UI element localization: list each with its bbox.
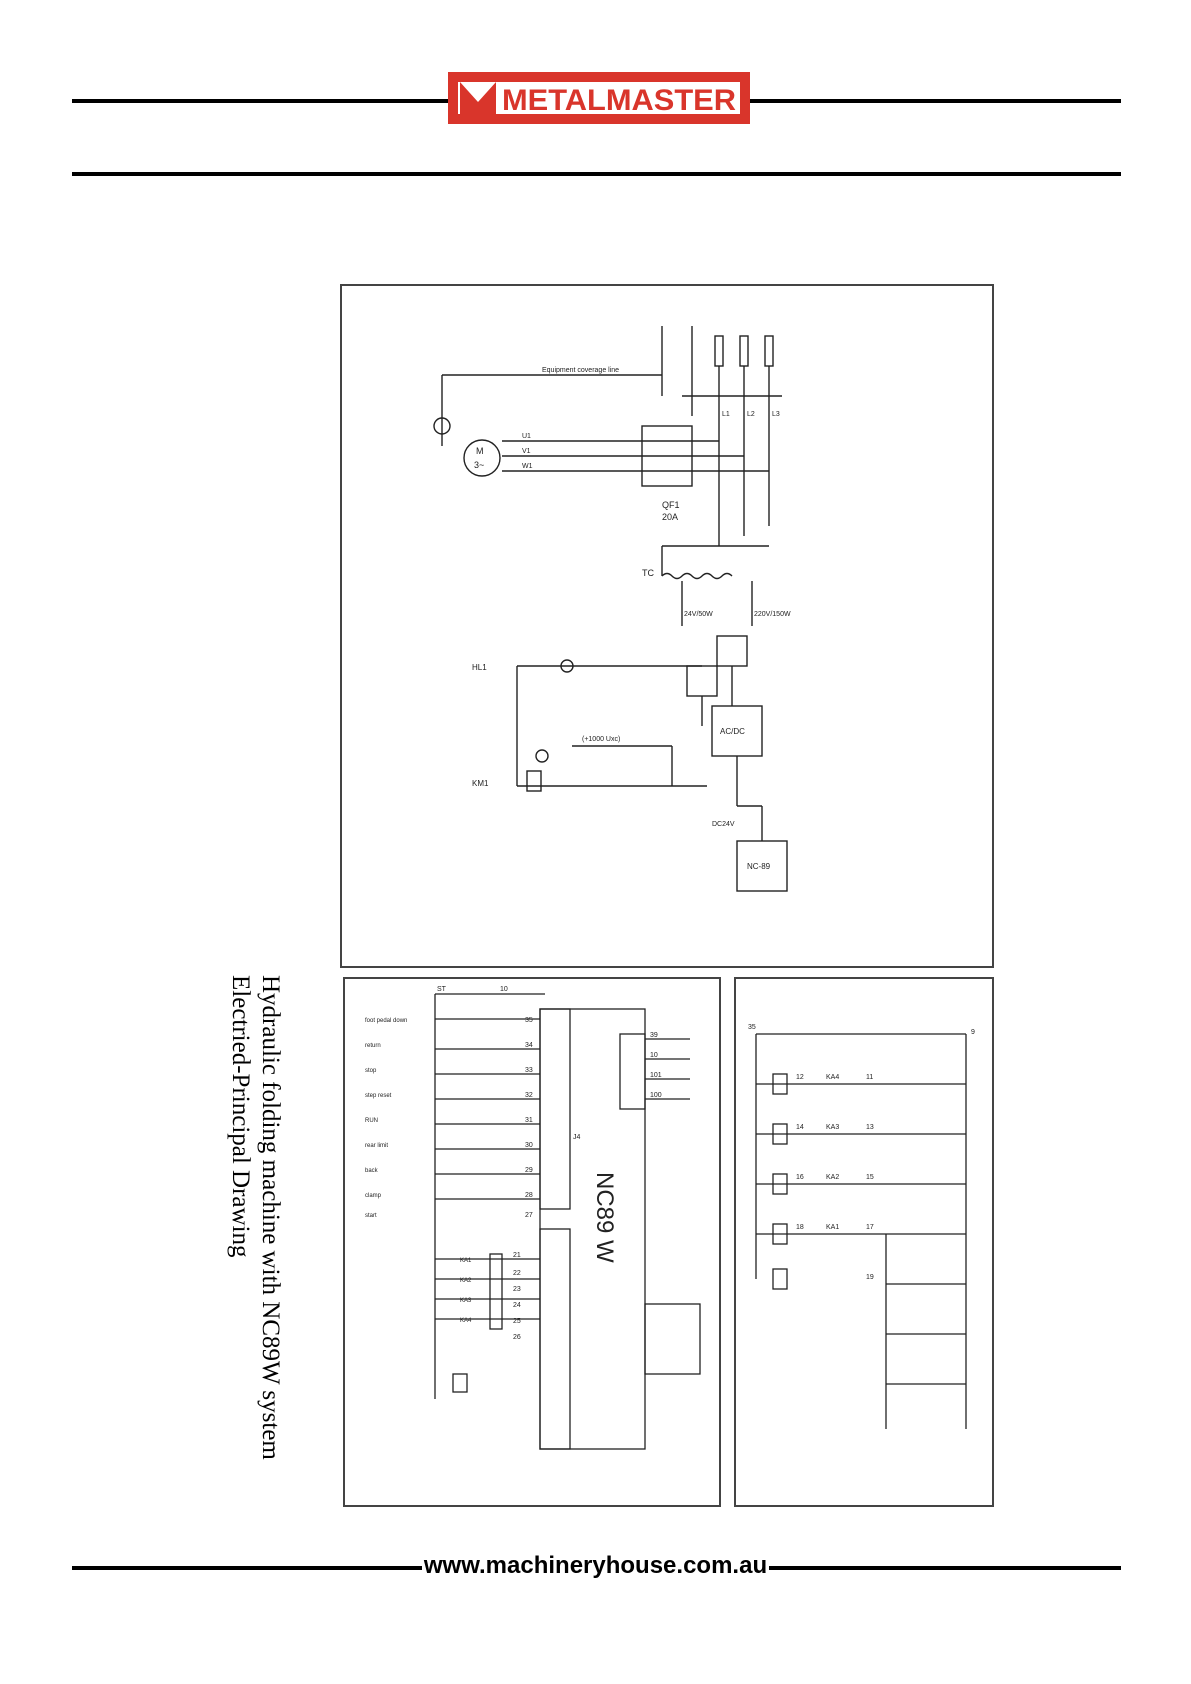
metalmaster-logo: METALMASTER (448, 72, 750, 124)
terminal-28: 28 (525, 1192, 533, 1199)
relay-contact-ka4: KA4 (826, 1074, 839, 1081)
relay-num-12: 12 (796, 1074, 804, 1081)
input-label-6: rear limit (365, 1143, 388, 1149)
power-circuit-diagram: Equipment coverage line QF1 20A M 3~ U1 … (433, 326, 791, 892)
dc-label: DC24V (712, 821, 735, 828)
rectifier-label: (+1000 Uxc) (582, 736, 620, 743)
terminal-32: 32 (525, 1092, 533, 1099)
controller-circuit-diagram: ST 10 35 34 33 32 31 30 29 28 27 foot pe… (365, 986, 701, 1450)
output-ka4: KA4 (460, 1318, 472, 1324)
output-ka1: KA1 (460, 1258, 472, 1264)
output-22: 22 (513, 1270, 521, 1277)
terminal-35: 35 (525, 1017, 533, 1024)
caption-line-1: Hydraulic folding machine with NC89W sys… (257, 975, 284, 1460)
power-circuit-frame: Equipment coverage line QF1 20A M 3~ U1 … (340, 284, 994, 968)
controller-label: NC89 W (591, 1172, 618, 1263)
header-rule-lower (72, 172, 1121, 176)
relay-top-label: 9 (971, 1029, 975, 1036)
output-26: 26 (513, 1334, 521, 1341)
input-label-7: back (365, 1168, 379, 1174)
output-24: 24 (513, 1302, 521, 1309)
output-ka2: KA2 (460, 1278, 472, 1284)
phase-label-3: L3 (772, 411, 780, 418)
input-label-8: clamp (365, 1193, 382, 1199)
relay-left-label: 35 (748, 1024, 756, 1031)
connector-39: 39 (650, 1032, 658, 1039)
motor-terminal-2: V1 (522, 448, 531, 455)
relay-num-16: 16 (796, 1174, 804, 1181)
phase-label-2: L2 (747, 411, 755, 418)
input-label-5: RUN (365, 1118, 378, 1124)
equipment-line-label: Equipment coverage line (542, 367, 619, 374)
header-rule-left (72, 99, 450, 103)
relay-num-13: 13 (866, 1124, 874, 1131)
terminal-31: 31 (525, 1117, 533, 1124)
phase-label-1: L1 (722, 411, 730, 418)
motor-label: M (476, 446, 484, 456)
output-ka3: KA3 (460, 1298, 472, 1304)
motor-terminal-1: U1 (522, 433, 531, 440)
terminal-33: 33 (525, 1067, 533, 1074)
relay-contact-ka2: KA2 (826, 1174, 839, 1181)
output-23: 23 (513, 1286, 521, 1293)
relay-label: KM1 (472, 779, 489, 788)
input-label-9: start (365, 1213, 377, 1219)
connector-10: 10 (650, 1052, 658, 1059)
input-label-3: stop (365, 1068, 377, 1074)
relay-circuit-frame: 9 35 KA4 KA3 KA2 KA1 11 12 13 14 15 16 1… (734, 977, 994, 1507)
breaker-rating: 20A (662, 512, 678, 522)
lamp-label: HL1 (472, 663, 487, 672)
output-21: 21 (513, 1252, 521, 1259)
connector-100: 100 (650, 1092, 662, 1099)
relay-num-15: 15 (866, 1174, 874, 1181)
relay-num-18: 18 (796, 1224, 804, 1231)
relay-circuit-diagram: 9 35 KA4 KA3 KA2 KA1 11 12 13 14 15 16 1… (748, 1024, 975, 1429)
top-wire-label: 10 (500, 986, 508, 993)
motor-terminal-3: W1 (522, 463, 533, 470)
relay-contact-ka3: KA3 (826, 1124, 839, 1131)
drawing-caption: Hydraulic folding machine with NC89W sys… (205, 975, 285, 1520)
caption-line-2: Electried-Principal Drawing (227, 975, 254, 1258)
nc-label: NC-89 (747, 862, 771, 871)
connector-101: 101 (650, 1072, 662, 1079)
relay-num-14: 14 (796, 1124, 804, 1131)
relay-num-17: 17 (866, 1224, 874, 1231)
logo-text: METALMASTER (502, 84, 736, 117)
input-label-1: foot pedal down (365, 1018, 407, 1024)
transformer-label: TC (642, 568, 654, 578)
motor-phase: 3~ (474, 460, 484, 470)
footer-url[interactable]: www.machineryhouse.com.au (0, 1552, 1191, 1580)
header-rule-right (748, 99, 1121, 103)
terminal-27: 27 (525, 1212, 533, 1219)
terminal-34: 34 (525, 1042, 533, 1049)
relay-num-19: 19 (866, 1274, 874, 1281)
terminal-29: 29 (525, 1167, 533, 1174)
output-25: 25 (513, 1318, 521, 1325)
relay-contact-ka1: KA1 (826, 1224, 839, 1231)
supply-24-label: 24V/50W (684, 611, 713, 618)
logo-wordmark: METALMASTER (458, 82, 740, 117)
input-label-4: step reset (365, 1093, 392, 1099)
controller-circuit-frame: ST 10 35 34 33 32 31 30 29 28 27 foot pe… (343, 977, 721, 1507)
st-label: ST (437, 986, 447, 993)
relay-num-11: 11 (866, 1074, 873, 1081)
acdc-label: AC/DC (720, 727, 745, 736)
terminal-30: 30 (525, 1142, 533, 1149)
input-label-2: return (365, 1043, 381, 1049)
breaker-label: QF1 (662, 500, 680, 510)
connector-block-label: J4 (573, 1134, 581, 1141)
supply-220-label: 220V/150W (754, 611, 791, 618)
footer-url-text[interactable]: www.machineryhouse.com.au (421, 1552, 770, 1579)
